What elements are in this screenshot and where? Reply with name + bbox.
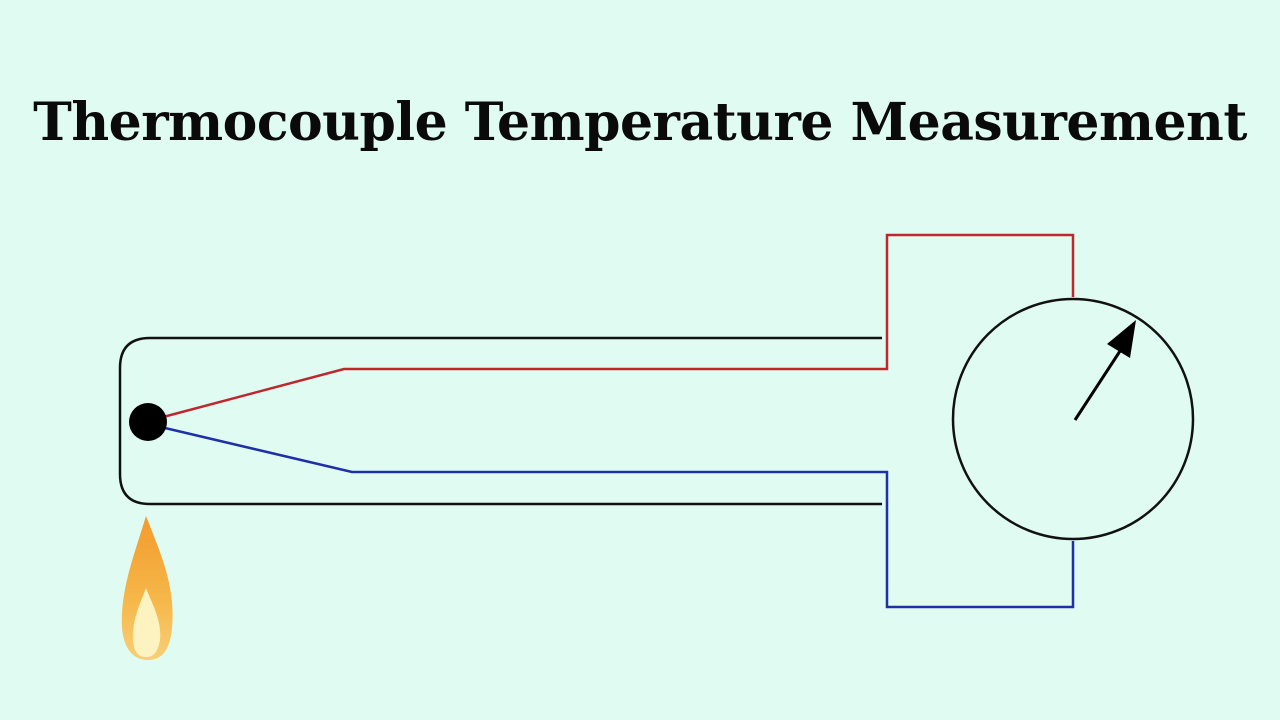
- galvanometer-dial: [951, 297, 1195, 541]
- flame-icon: [121, 516, 173, 660]
- diagram-title: Thermocouple Temperature Measurement: [33, 92, 1247, 153]
- meter-needle: [1073, 320, 1136, 421]
- positive-wire: [147, 233, 1075, 423]
- negative-wire: [147, 422, 1075, 609]
- hot-junction-dot: [129, 403, 167, 441]
- probe-sheath: [118, 336, 882, 506]
